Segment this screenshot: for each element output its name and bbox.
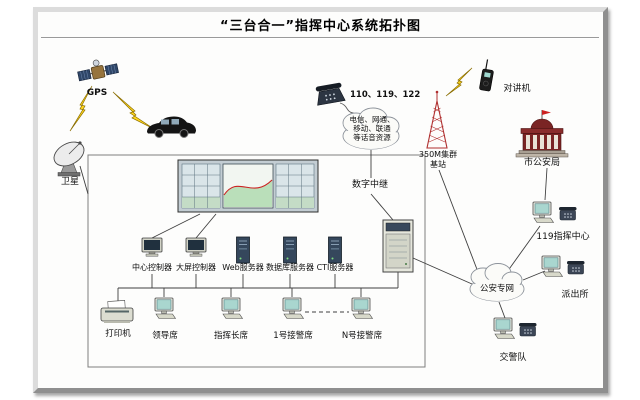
telephone-icon [315,82,346,106]
printer-label: 打印机 [105,329,131,339]
fire-center-phone-icon [558,206,577,221]
traffic-police-label: 交警队 [499,353,527,363]
police-station-label: 派出所 [561,290,589,300]
walkie-talkie-icon [479,59,494,92]
cti-server-label: CTI服务器 [316,263,354,272]
lightning-gps-dish-icon [69,85,93,132]
seatN-label: N号接警席 [341,331,383,341]
emergency-numbers-label: 110、119、122 [350,90,421,100]
command-center-box [87,154,426,368]
center-controller-label: 中心控制器 [132,263,172,272]
telecom-cloud-icon [342,107,400,150]
traffic-police-pc-icon [493,317,515,339]
lightning-gps-car-icon [112,91,155,130]
seat1-icon [282,297,304,319]
web-server-label: Web服务器 [222,263,264,272]
commander-seat-icon [221,297,243,319]
fire-center-pc-icon [532,201,554,223]
web-server-icon [236,236,250,264]
police-network-cloud-icon [469,263,525,302]
printer-icon [100,300,134,323]
title-divider [41,37,599,39]
gps-satellite-icon [77,59,119,82]
diagram-title: “三台合一”指挥中心系统拓扑图 [219,19,422,34]
gps-label: GPS [86,88,108,98]
leader-seat-label: 领导席 [152,331,178,341]
diagram-frame [33,7,608,393]
satellite-dish-icon [53,141,85,177]
police-station-pc-icon [541,255,563,277]
leader-seat-icon [154,297,176,319]
tower-label: 350M集群 基站 [410,150,466,169]
telecom-cloud-line1: 电信、网通、 [349,115,395,124]
city-bureau-label: 市公安局 [523,158,560,168]
fire-center-label: 119指挥中心 [536,232,590,242]
city-bureau-building-icon [515,110,569,158]
telecom-cloud-label: 电信、网通、 移动、联通 等话音资源 [340,115,404,142]
center-controller-icon [141,237,163,257]
video-wall-icon [177,159,319,213]
server-cabinet-icon [382,219,414,273]
digital-trunk-label: 数字中继 [351,180,388,190]
commander-seat-label: 指挥长席 [213,331,248,341]
satellite-dish-label: 卫星 [60,177,79,187]
traffic-police-phone-icon [518,322,537,337]
screen-controller-icon [185,237,207,257]
telecom-cloud-line3: 等话音资源 [353,133,391,142]
tower-label-line2: 基站 [430,159,446,169]
cti-server-icon [328,236,342,264]
car-icon [147,116,196,138]
tower-label-line1: 350M集群 [418,150,458,159]
police-station-phone-icon [566,260,585,275]
police-network-label: 公安专网 [479,284,514,294]
seatN-icon [351,297,373,319]
lightning-tower-walkie-icon [445,67,473,97]
db-server-label: 数据库服务器 [266,263,314,272]
seat1-label: 1号接警席 [273,331,313,341]
walkie-talkie-label: 对讲机 [503,84,531,94]
screen-controller-label: 大屏控制器 [176,263,216,272]
telecom-cloud-line2: 移动、联通 [353,124,391,133]
db-server-icon [283,236,297,264]
radio-tower-icon [426,90,448,149]
